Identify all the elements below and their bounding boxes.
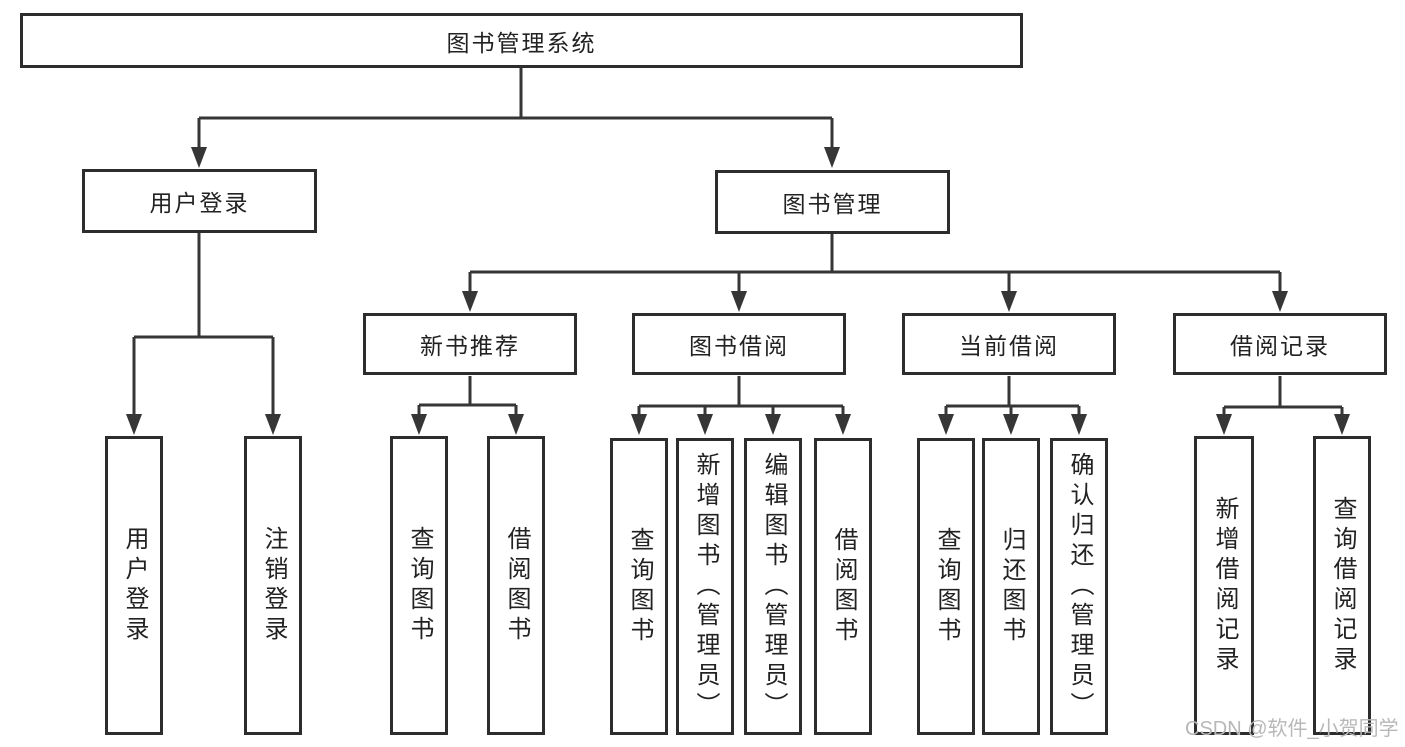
node-borrowing-records: 借阅记录 bbox=[1173, 313, 1387, 375]
leaf-borrow-books: 借阅图书 bbox=[814, 438, 872, 735]
leaf-confirm-return-admin: 确认归还（管理员） bbox=[1050, 438, 1108, 735]
leaf-query-borrow-record: 查询借阅记录 bbox=[1313, 436, 1371, 735]
leaf-add-borrow-record: 新增借阅记录 bbox=[1194, 436, 1254, 735]
leaf-query-books-borrowing: 查询图书 bbox=[610, 438, 668, 735]
leaf-query-books-recommend: 查询图书 bbox=[390, 436, 448, 735]
node-book-borrowing: 图书借阅 bbox=[632, 313, 846, 375]
leaf-return-book: 归还图书 bbox=[982, 438, 1040, 735]
csdn-watermark: CSDN @软件_小贺同学 bbox=[1185, 718, 1399, 740]
node-user-login: 用户登录 bbox=[82, 169, 317, 233]
node-new-book-recommendation: 新书推荐 bbox=[363, 313, 577, 375]
leaf-query-books-current: 查询图书 bbox=[917, 438, 975, 735]
leaf-edit-book-admin: 编辑图书（管理员） bbox=[744, 438, 802, 735]
leaf-add-book-admin: 新增图书（管理员） bbox=[676, 438, 734, 735]
node-current-borrowing: 当前借阅 bbox=[902, 313, 1116, 375]
node-root-library-management-system: 图书管理系统 bbox=[20, 13, 1023, 68]
leaf-user-login: 用户登录 bbox=[105, 436, 163, 735]
node-book-management: 图书管理 bbox=[715, 170, 950, 234]
arrowheads bbox=[126, 147, 1350, 435]
connector-segments bbox=[132, 68, 1344, 417]
leaf-logout: 注销登录 bbox=[244, 436, 302, 735]
leaf-borrow-books-recommend: 借阅图书 bbox=[487, 436, 545, 735]
